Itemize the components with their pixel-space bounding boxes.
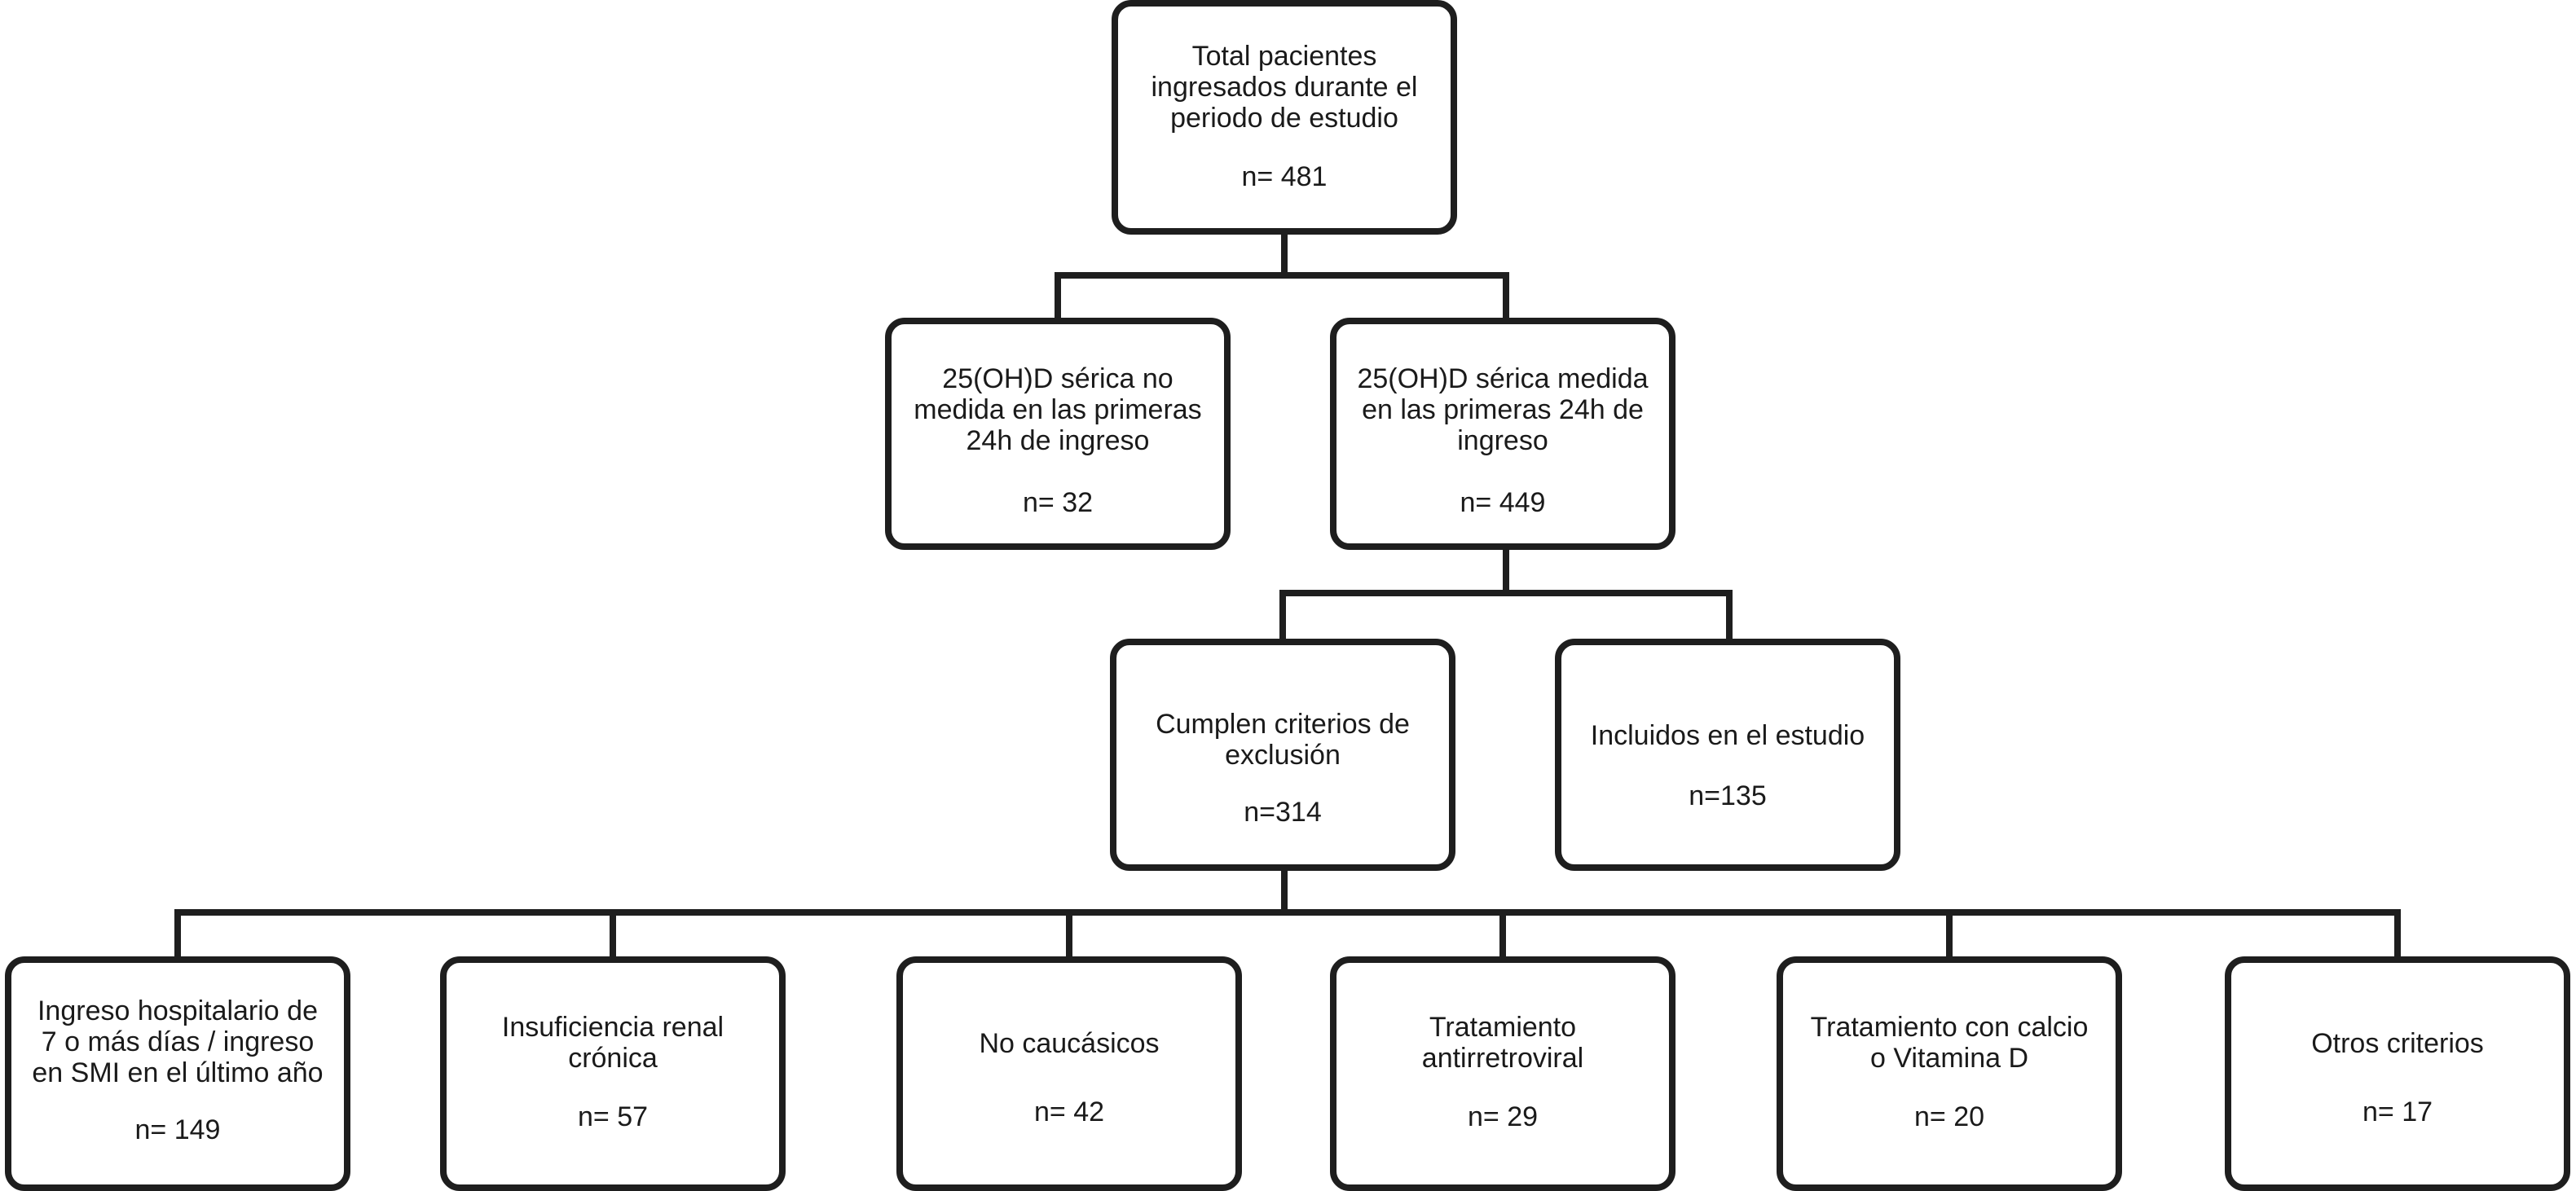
exclusion-criteria-label: Cumplen criterios de exclusión [1156,709,1410,771]
criterion-box: Tratamiento con calcio o Vitamina D n= 2… [1777,956,2122,1191]
included-label: Incluidos en el estudio [1590,720,1865,751]
total-patients-label: Total pacientes ingresados durante el pe… [1151,41,1418,134]
criterion-count: n= 42 [1033,1097,1105,1127]
connector-medida [1279,550,1733,639]
not-measured-label: 25(OH)D sérica no medida en las primeras… [914,363,1202,456]
total-patients-count: n= 481 [1241,161,1328,192]
criterion-label: No caucásicos [979,1028,1160,1059]
exclusion-criteria-box: Cumplen criterios de exclusión n=314 [1110,639,1455,871]
criterion-box: Ingreso hospitalario de 7 o más días / i… [5,956,350,1191]
criterion-label: Tratamiento con calcio o Vitamina D [1810,1012,2089,1074]
criterion-box: Tratamiento antirretroviral n= 29 [1330,956,1676,1191]
criterion-count: n= 57 [577,1101,649,1132]
not-measured-box: 25(OH)D sérica no medida en las primeras… [885,318,1231,550]
criterion-box: Otros criterios n= 17 [2225,956,2570,1191]
criterion-count: n= 149 [134,1114,221,1145]
measured-box: 25(OH)D sérica medida en las primeras 24… [1330,318,1676,550]
connector-exclusion [174,871,2401,956]
not-measured-count: n= 32 [1022,487,1094,518]
included-box: Incluidos en el estudio n=135 [1555,639,1900,871]
exclusion-criteria-count: n=314 [1244,797,1322,828]
criterion-count: n= 20 [1913,1101,1985,1132]
criterion-label: Tratamiento antirretroviral [1421,1012,1584,1074]
criterion-count: n= 29 [1467,1101,1539,1132]
criterion-box: No caucásicos n= 42 [896,956,1242,1191]
criterion-count: n= 17 [2362,1097,2433,1127]
criterion-label: Ingreso hospitalario de 7 o más días / i… [32,995,324,1088]
measured-count: n= 449 [1460,487,1546,518]
total-patients-box: Total pacientes ingresados durante el pe… [1112,0,1457,235]
connector-total [1055,235,1509,318]
criterion-label: Otros criterios [2311,1028,2484,1059]
criterion-box: Insuficiencia renal crónica n= 57 [440,956,786,1191]
included-count: n=135 [1689,780,1767,811]
criterion-label: Insuficiencia renal crónica [501,1012,724,1074]
measured-label: 25(OH)D sérica medida en las primeras 24… [1357,363,1649,456]
